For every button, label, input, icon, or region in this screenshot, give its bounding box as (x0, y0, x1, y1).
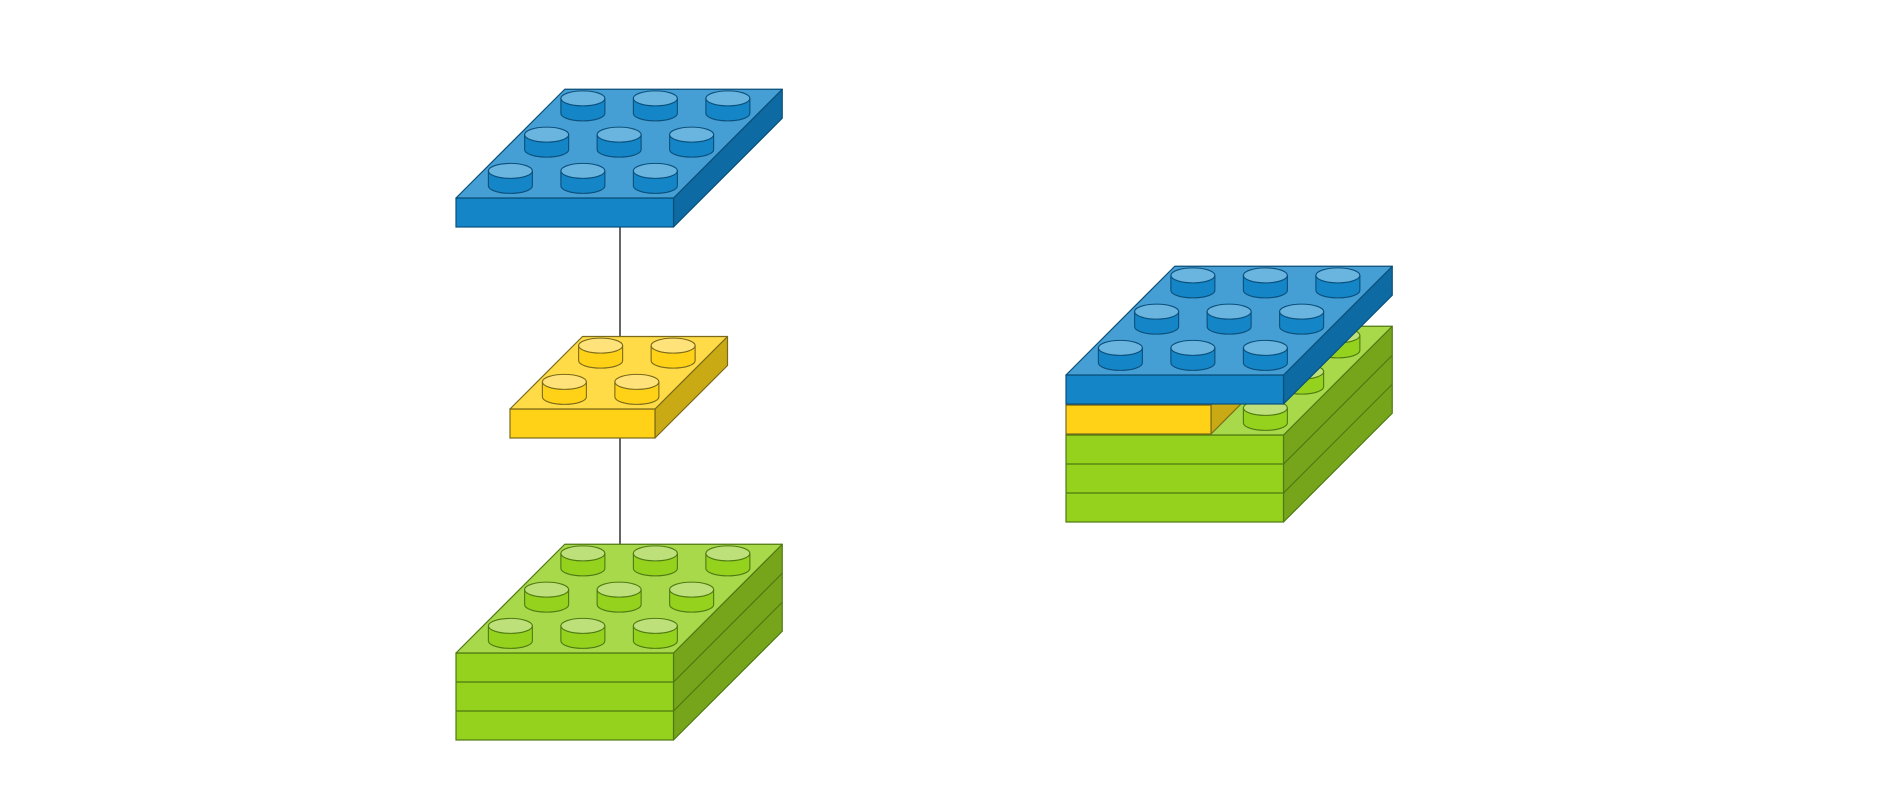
exploded-green-front-face (455, 652, 675, 741)
assembled-blue-stud (1170, 339, 1216, 371)
exploded-blue-stud (596, 126, 642, 158)
exploded-blue-stud (669, 126, 715, 158)
assembled-blue-stud (1315, 267, 1361, 299)
exploded-green-stud-top (669, 581, 715, 598)
assembled-blue-stud-top (1279, 303, 1325, 320)
assembled-blue-stud-top (1170, 339, 1216, 356)
exploded-green-stud-top (632, 617, 678, 634)
exploded-yellow-stud-top (541, 373, 587, 390)
assembled-yellow-front-face (1065, 404, 1212, 435)
exploded-yellow-stud (650, 337, 696, 369)
exploded-blue-stud (632, 162, 678, 194)
exploded-green-stud-top (632, 545, 678, 562)
exploded-green-stud-top (705, 545, 751, 562)
exploded-blue-stud (560, 90, 606, 122)
exploded-green-stud (632, 545, 678, 577)
exploded-yellow-stud-top (578, 337, 624, 354)
exploded-blue-stud-top (524, 126, 570, 143)
exploded-green-stud-top (560, 617, 606, 634)
assembled-view (1065, 265, 1393, 523)
exploded-blue-stud-top (487, 162, 533, 179)
assembled-blue-stud (1206, 303, 1252, 335)
assembled-blue-front-face (1065, 374, 1285, 405)
exploded-blue-stud (705, 90, 751, 122)
exploded-green-stud (705, 545, 751, 577)
exploded-blue-stud-top (632, 162, 678, 179)
exploded-green-stud (669, 581, 715, 613)
exploded-blue-stud (632, 90, 678, 122)
exploded-blue-stud-top (596, 126, 642, 143)
exploded-blue-stud-top (560, 162, 606, 179)
exploded-blue-stud-top (669, 126, 715, 143)
assembled-green-stud (1242, 399, 1288, 431)
assembled-blue-brick (1065, 265, 1393, 405)
exploded-green-stud (560, 617, 606, 649)
exploded-blue-stud (524, 126, 570, 158)
assembled-blue-stud-top (1097, 339, 1143, 356)
exploded-green-stud (596, 581, 642, 613)
exploded-yellow-stud (541, 373, 587, 405)
exploded-yellow-stud (578, 337, 624, 369)
exploded-green-stud-top (596, 581, 642, 598)
assembled-green-layer-seam (1066, 354, 1393, 465)
assembled-blue-stud (1279, 303, 1325, 335)
assembled-blue-stud-top (1242, 339, 1288, 356)
assembled-blue-stud-top (1170, 267, 1216, 284)
assembled-blue-stud-top (1206, 303, 1252, 320)
exploded-green-brick (455, 543, 783, 741)
exploded-green-layer-seam (456, 572, 783, 683)
exploded-blue-stud (560, 162, 606, 194)
exploded-green-stud (560, 545, 606, 577)
exploded-yellow-stud (614, 373, 660, 405)
assembled-blue-stud (1134, 303, 1180, 335)
assembled-blue-stud (1170, 267, 1216, 299)
exploded-green-stud (487, 617, 533, 649)
assembled-blue-stud (1242, 267, 1288, 299)
exploded-view (455, 88, 783, 741)
exploded-blue-stud-top (705, 90, 751, 107)
exploded-blue-stud-top (560, 90, 606, 107)
exploded-green-stud-top (560, 545, 606, 562)
assembled-green-layer-seam (1066, 383, 1393, 494)
exploded-yellow-stud-top (614, 373, 660, 390)
assembled-green-front-face (1065, 434, 1285, 523)
exploded-yellow-stud-top (650, 337, 696, 354)
exploded-blue-front-face (455, 197, 675, 228)
exploded-green-stud (632, 617, 678, 649)
assembled-blue-stud-top (1134, 303, 1180, 320)
exploded-yellow-front-face (509, 408, 656, 439)
assembled-blue-stud-top (1315, 267, 1361, 284)
exploded-blue-brick (455, 88, 783, 228)
assembled-blue-stud (1242, 339, 1288, 371)
exploded-green-stud (524, 581, 570, 613)
exploded-blue-stud-top (632, 90, 678, 107)
exploded-green-stud-top (487, 617, 533, 634)
assembled-blue-stud (1097, 339, 1143, 371)
assembled-blue-stud-top (1242, 267, 1288, 284)
exploded-blue-stud (487, 162, 533, 194)
exploded-yellow-brick (509, 335, 729, 439)
exploded-green-layer-seam (456, 601, 783, 712)
exploded-green-stud-top (524, 581, 570, 598)
